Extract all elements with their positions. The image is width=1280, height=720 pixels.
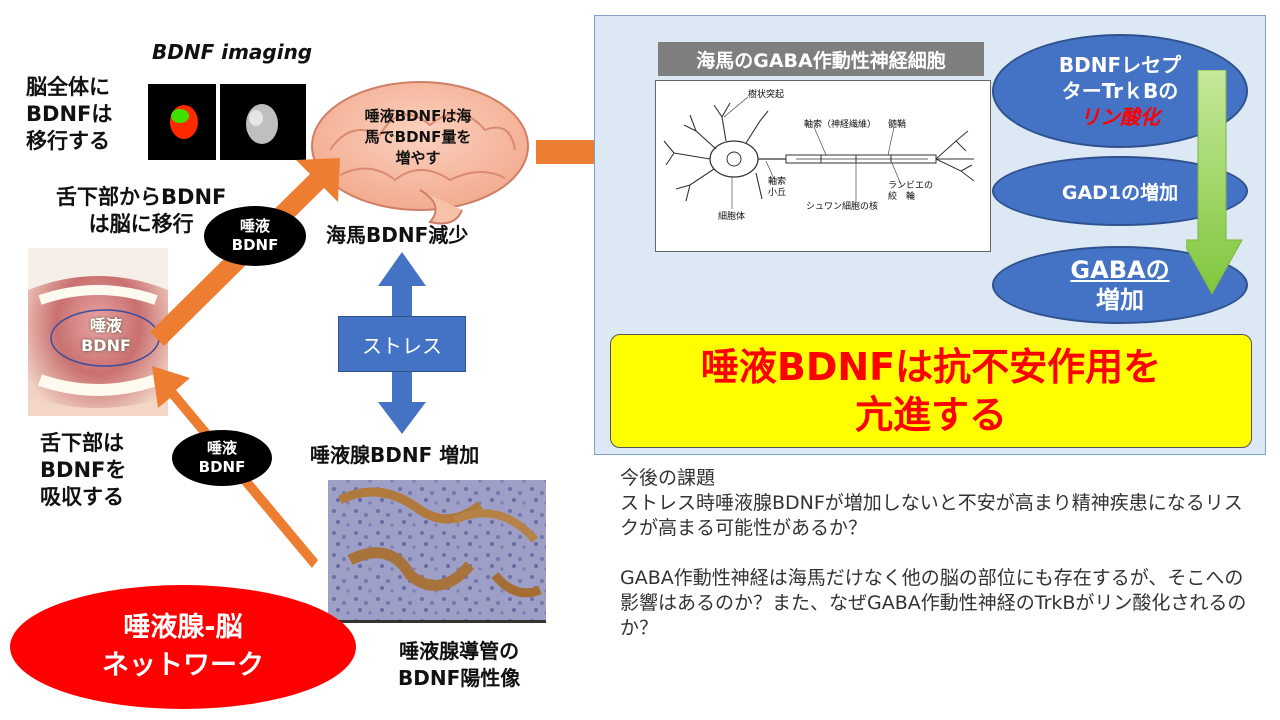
label-dendrite: 樹状突起: [748, 90, 785, 100]
stress-box: ストレス: [338, 316, 466, 372]
brainstem: [419, 189, 463, 225]
duct-label: 唾液腺導管の BDNF陽性像: [398, 639, 521, 690]
label-schwann: シュワン細胞の核: [806, 202, 879, 212]
sublingual-migrate-label: 舌下部からBDNF は脳に移行: [56, 185, 227, 236]
neuron-title: 海馬のGABA作動性神経細胞: [658, 42, 984, 76]
conclusion-box: 唾液BDNFは抗不安作用を 亢進する: [610, 334, 1252, 448]
bdnf-signal-green: [171, 109, 189, 123]
green-down-arrow: [1186, 70, 1243, 296]
future-tasks-item-1: ストレス時唾液腺BDNFが増加しないと不安が高まり精神疾患になるリスクが高まる可…: [620, 492, 1243, 539]
label-myelin: 髄鞘: [888, 120, 907, 130]
hippocampus-decrease-label: 海馬BDNF減少: [326, 223, 469, 247]
neuron-diagram: 樹状突起 軸索（神経繊維） 髄鞘 軸索 小丘 ランビエの 絞 輪 シュワン細胞の…: [655, 80, 991, 252]
salivary-brain-network-oval: 唾液腺-脳 ネットワーク: [10, 585, 356, 709]
label-axon: 軸索（神経繊維）: [804, 120, 877, 130]
label-axon-hillock: 軸索 小丘: [768, 177, 787, 198]
salivary-increase-label: 唾液腺BDNF 増加: [310, 443, 480, 467]
brain-whole-label: 脳全体に BDNFは 移行する: [26, 75, 113, 153]
bdnf-signal-gray: [246, 104, 278, 144]
label-soma: 細胞体: [718, 212, 746, 222]
neuron-drawing: [663, 96, 975, 209]
bdnf-imaging-label: BDNF imaging: [152, 40, 313, 64]
arrow-stress-down: [378, 372, 426, 434]
arrow-stress-up: [378, 252, 426, 316]
neuron-terminals: [935, 130, 975, 182]
brain-text: 唾液BDNFは海 馬でBDNF量を 増やす: [364, 107, 472, 167]
brain-illustration: [311, 81, 529, 211]
sublingual-absorb-label: 舌下部は BDNFを 吸収する: [40, 431, 127, 509]
future-tasks: 今後の課題 ストレス時唾液腺BDNFが増加しないと不安が高まり精神疾患になるリス…: [620, 466, 1260, 641]
neuron-soma: [709, 140, 759, 178]
future-tasks-heading: 今後の課題: [620, 467, 716, 489]
neuron-dendrites: [663, 102, 769, 202]
mouth-saliva-bdnf-label: 唾液 BDNF: [81, 316, 131, 355]
future-tasks-item-2: GABA作動性神経は海馬だけなく他の脳の部位にも存在するが、そこへの影響はあるの…: [620, 567, 1247, 639]
label-ranvier: ランビエの 絞 輪: [888, 181, 934, 202]
